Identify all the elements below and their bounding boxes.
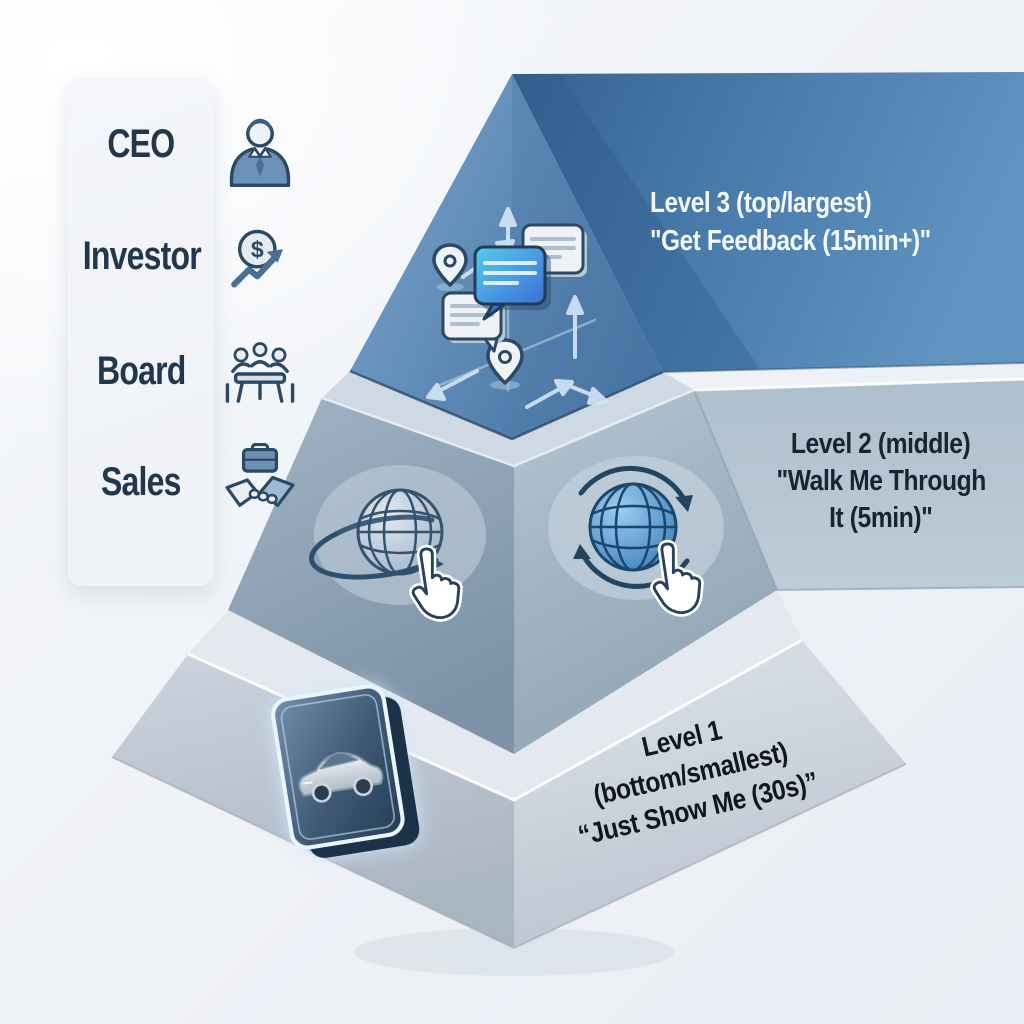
car-demo-icon	[271, 684, 420, 859]
tier3-level3-block	[349, 72, 1024, 441]
handshake-icon	[222, 442, 298, 518]
level2-quote-1: "Walk Me Through	[776, 465, 986, 497]
board-label: Board	[96, 349, 186, 393]
banner-shadow-wedge	[512, 74, 760, 372]
businessman-icon	[222, 112, 298, 188]
level2-quote-2: It (5min)"	[829, 502, 933, 534]
board-meeting-icon	[222, 336, 298, 412]
investor-label: Investor	[82, 234, 202, 278]
level2-banner	[694, 379, 1024, 590]
globe-pointer-icon	[309, 488, 463, 622]
level3-banner	[512, 72, 1024, 372]
level3-quote: "Get Feedback (15min+)"	[650, 225, 931, 257]
sidebar-item-ceo: CEO	[68, 122, 214, 167]
sidebar-item-board: Board	[68, 349, 214, 394]
ground-shadow	[354, 928, 674, 976]
chat-bubble-blue-icon	[473, 245, 551, 321]
globe-rotation-pointer-icon	[573, 465, 704, 617]
sidebar-item-investor: Investor	[68, 234, 214, 279]
tier3-right-face	[512, 74, 663, 439]
audience-card	[68, 76, 214, 586]
sales-label: Sales	[101, 460, 181, 504]
level2-label: Level 2 (middle) "Walk Me Through It (5m…	[726, 426, 1024, 537]
ceo-label: CEO	[107, 122, 176, 166]
level3-label: Level 3 (top/largest) "Get Feedback (15m…	[650, 184, 1010, 260]
location-pin-icon	[432, 243, 468, 291]
location-pin-icon	[486, 338, 524, 390]
sidebar-item-sales: Sales	[68, 460, 214, 505]
tier3-left-face	[350, 74, 512, 439]
investment-growth-icon: $	[222, 222, 298, 298]
level2-name: Level 2 (middle)	[791, 428, 971, 460]
level3-name: Level 3 (top/largest)	[650, 187, 872, 219]
svg-text:$: $	[251, 236, 264, 262]
pointer-hand-icon	[409, 544, 463, 622]
feedback-chat-bubbles-icon	[426, 207, 608, 409]
tier2-top-rim	[322, 371, 694, 466]
pointer-hand-icon	[650, 539, 704, 617]
tier1-right-face	[514, 640, 906, 948]
